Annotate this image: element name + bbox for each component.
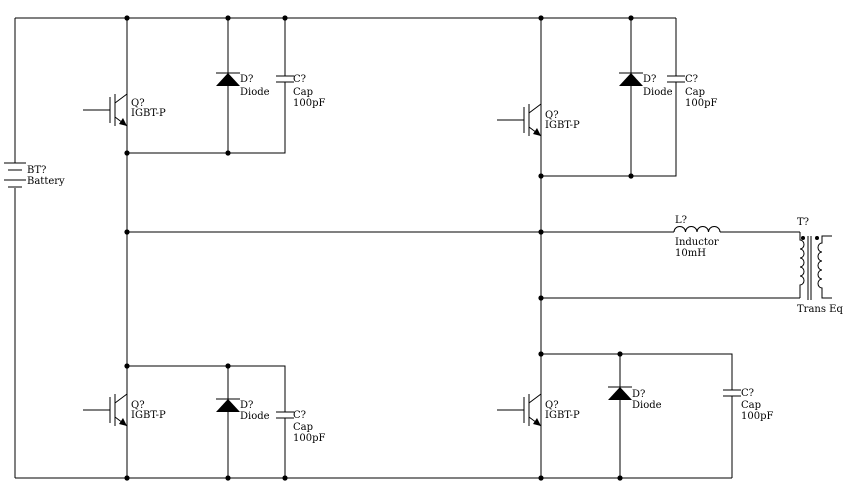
inductor-designator: L? bbox=[675, 215, 687, 226]
capacitor-designator: C? bbox=[293, 74, 306, 85]
capacitor-type: Cap bbox=[293, 87, 313, 98]
transformer-symbol: T? Trans Eq bbox=[797, 217, 843, 315]
capacitor-type: Cap bbox=[685, 87, 705, 98]
diode-value: Diode bbox=[643, 87, 673, 98]
bottom-left-diode-wire bbox=[127, 365, 286, 478]
igbt-designator: Q? bbox=[545, 400, 559, 411]
battery-designator: BT? bbox=[27, 165, 46, 176]
igbt-bottom-right: Q? IGBT-P bbox=[497, 393, 580, 427]
diode-bottom-right: D? Diode bbox=[608, 386, 662, 411]
diode-top-right: D? Diode bbox=[619, 72, 673, 98]
capacitor-designator: C? bbox=[293, 410, 306, 421]
diode-bottom-left: D? Diode bbox=[216, 398, 270, 422]
igbt-value: IGBT-P bbox=[545, 120, 580, 131]
capacitor-bottom-left: C? Cap 100pF bbox=[276, 410, 325, 444]
capacitor-designator: C? bbox=[685, 74, 698, 85]
igbt-designator: Q? bbox=[131, 400, 145, 411]
igbt-designator: Q? bbox=[545, 110, 559, 121]
top-left-cap-wire bbox=[127, 18, 286, 154]
battery-symbol: BT? Battery bbox=[4, 162, 65, 188]
diode-designator: D? bbox=[643, 74, 656, 85]
diode-designator: D? bbox=[240, 74, 253, 85]
transformer-value: Trans Eq bbox=[797, 304, 843, 315]
igbt-value: IGBT-P bbox=[545, 410, 580, 421]
capacitor-value: 100pF bbox=[293, 433, 325, 444]
igbt-top-left: Q? IGBT-P bbox=[83, 93, 166, 127]
diode-value: Diode bbox=[240, 87, 270, 98]
junction-dots bbox=[124, 15, 634, 481]
igbt-value: IGBT-P bbox=[131, 108, 166, 119]
top-right-cap-wire bbox=[541, 18, 677, 177]
igbt-bottom-left: Q? IGBT-P bbox=[83, 393, 166, 427]
battery-value: Battery bbox=[27, 176, 65, 187]
capacitor-top-right: C? Cap 100pF bbox=[667, 74, 717, 109]
transformer-designator: T? bbox=[797, 217, 809, 228]
capacitor-value: 100pF bbox=[741, 411, 773, 422]
bottom-right-loop-wire bbox=[541, 353, 733, 478]
inductor-symbol: L? Inductor 10mH bbox=[673, 215, 721, 259]
igbt-designator: Q? bbox=[131, 98, 145, 109]
diode-designator: D? bbox=[632, 389, 645, 400]
capacitor-value: 100pF bbox=[685, 98, 717, 109]
capacitor-value: 100pF bbox=[293, 98, 325, 109]
capacitor-type: Cap bbox=[741, 400, 761, 411]
diode-designator: D? bbox=[240, 400, 253, 411]
inductor-value: 10mH bbox=[675, 248, 706, 259]
diode-value: Diode bbox=[240, 411, 270, 422]
diode-top-left: D? Diode bbox=[216, 72, 270, 98]
capacitor-bottom-right: C? Cap 100pF bbox=[723, 388, 773, 422]
capacitor-designator: C? bbox=[741, 388, 754, 399]
igbt-value: IGBT-P bbox=[131, 410, 166, 421]
diode-value: Diode bbox=[632, 400, 662, 411]
capacitor-type: Cap bbox=[293, 422, 313, 433]
inductor-type: Inductor bbox=[675, 237, 719, 248]
igbt-top-right: Q? IGBT-P bbox=[497, 103, 580, 137]
wires bbox=[14, 17, 800, 479]
capacitor-top-left: C? Cap 100pF bbox=[276, 74, 325, 109]
